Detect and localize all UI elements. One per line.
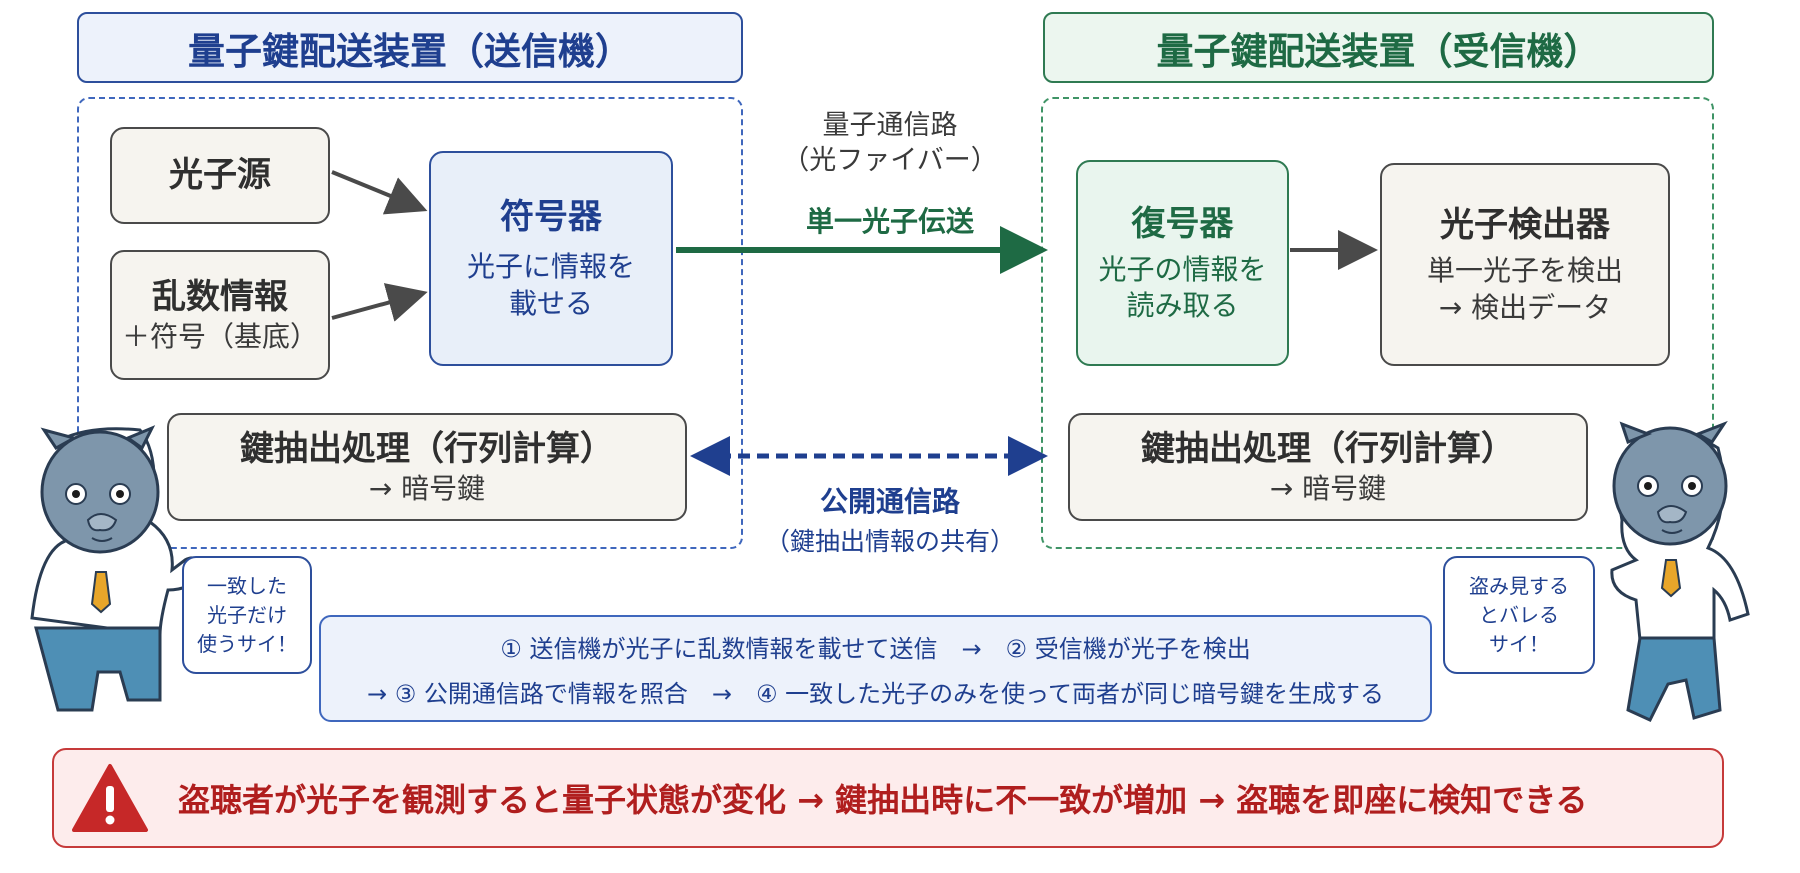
random-info-sub: ＋符号（基底） xyxy=(121,319,318,353)
detector-desc-line1: 単一光子を検出 xyxy=(1426,254,1623,288)
rx-key-extract-sub: → 暗号鍵 xyxy=(1269,471,1387,505)
right-bubble-line2: とバレる xyxy=(1479,602,1559,627)
arrow-source-to-encoder xyxy=(331,170,428,215)
left-bubble-line2: 光子だけ xyxy=(207,602,287,627)
left-bubble-line1: 一致した xyxy=(207,573,287,598)
public-channel-label: 公開通信路 xyxy=(819,485,960,518)
right-bubble-line1: 盗み見する xyxy=(1469,573,1569,598)
tx-key-extract-box: 鍵抽出処理（行列計算） → 暗号鍵 xyxy=(167,413,687,521)
receiver-header: 量子鍵配送装置（受信機） xyxy=(1043,12,1714,83)
left-mascot-icon xyxy=(30,425,202,712)
photon-source-box: 光子源 xyxy=(110,127,330,224)
encoder-desc-line1: 光子に情報を xyxy=(466,250,635,284)
encoder-title: 符号器 xyxy=(500,197,602,238)
transmitter-zone xyxy=(77,97,743,549)
left-bubble-line3: 使うサイ！ xyxy=(197,631,297,656)
random-info-box: 乱数情報 ＋符号（基底） xyxy=(110,250,330,380)
arrow-random-to-encoder xyxy=(331,283,428,322)
summary-line1: ① 送信機が光子に乱数情報を載せて送信 → ② 受信機が光子を検出 xyxy=(500,634,1251,663)
left-speech-bubble: 一致した 光子だけ 使うサイ！ xyxy=(182,556,312,674)
decoder-desc-line2: 読み取る xyxy=(1126,289,1239,323)
photon-detector-box: 光子検出器 単一光子を検出 → 検出データ xyxy=(1380,163,1670,366)
encoder-desc-line2: 載せる xyxy=(508,286,593,320)
warning-triangle-icon xyxy=(72,764,148,832)
receiver-zone xyxy=(1041,97,1714,549)
eavesdrop-warning-banner: 盗聴者が光子を観測すると量子状態が変化 → 鍵抽出時に不一致が増加 → 盗聴を即… xyxy=(52,748,1724,848)
right-bubble-line3: サイ！ xyxy=(1489,631,1549,656)
summary-line2: → ③ 公開通信路で情報を照合 → ④ 一致した光子のみを使って両者が同じ暗号鍵… xyxy=(367,679,1384,708)
decoder-title: 復号器 xyxy=(1131,203,1234,244)
warning-text: 盗聴者が光子を観測すると量子状態が変化 → 鍵抽出時に不一致が増加 → 盗聴を即… xyxy=(178,781,1588,819)
rx-key-extract-title: 鍵抽出処理（行列計算） xyxy=(1141,428,1515,469)
rx-key-extract-box: 鍵抽出処理（行列計算） → 暗号鍵 xyxy=(1068,413,1588,521)
quantum-channel-label: 量子通信路 （光ファイバー） xyxy=(760,108,1020,178)
encoder-box: 符号器 光子に情報を 載せる xyxy=(429,151,673,366)
tx-key-extract-sub: → 暗号鍵 xyxy=(368,471,486,505)
detector-desc-line2: → 検出データ xyxy=(1438,290,1612,324)
single-photon-label: 単一光子伝送 xyxy=(805,205,974,238)
decoder-desc-line1: 光子の情報を xyxy=(1098,252,1267,286)
right-mascot-icon xyxy=(1610,420,1750,722)
decoder-box: 復号器 光子の情報を 読み取る xyxy=(1076,160,1289,366)
quantum-channel-line1: 量子通信路 xyxy=(822,110,958,141)
photon-source-label: 光子源 xyxy=(169,155,271,196)
public-channel-sublabel: （鍵抽出情報の共有） xyxy=(764,527,1015,556)
quantum-channel-line2: （光ファイバー） xyxy=(782,145,998,177)
transmitter-header: 量子鍵配送装置（送信機） xyxy=(77,12,743,83)
random-info-title: 乱数情報 xyxy=(152,276,288,317)
tx-key-extract-title: 鍵抽出処理（行列計算） xyxy=(240,428,614,469)
right-speech-bubble: 盗み見する とバレる サイ！ xyxy=(1443,556,1595,674)
process-summary-box: ① 送信機が光子に乱数情報を載せて送信 → ② 受信機が光子を検出 → ③ 公開… xyxy=(319,615,1432,722)
detector-title: 光子検出器 xyxy=(1440,205,1610,246)
